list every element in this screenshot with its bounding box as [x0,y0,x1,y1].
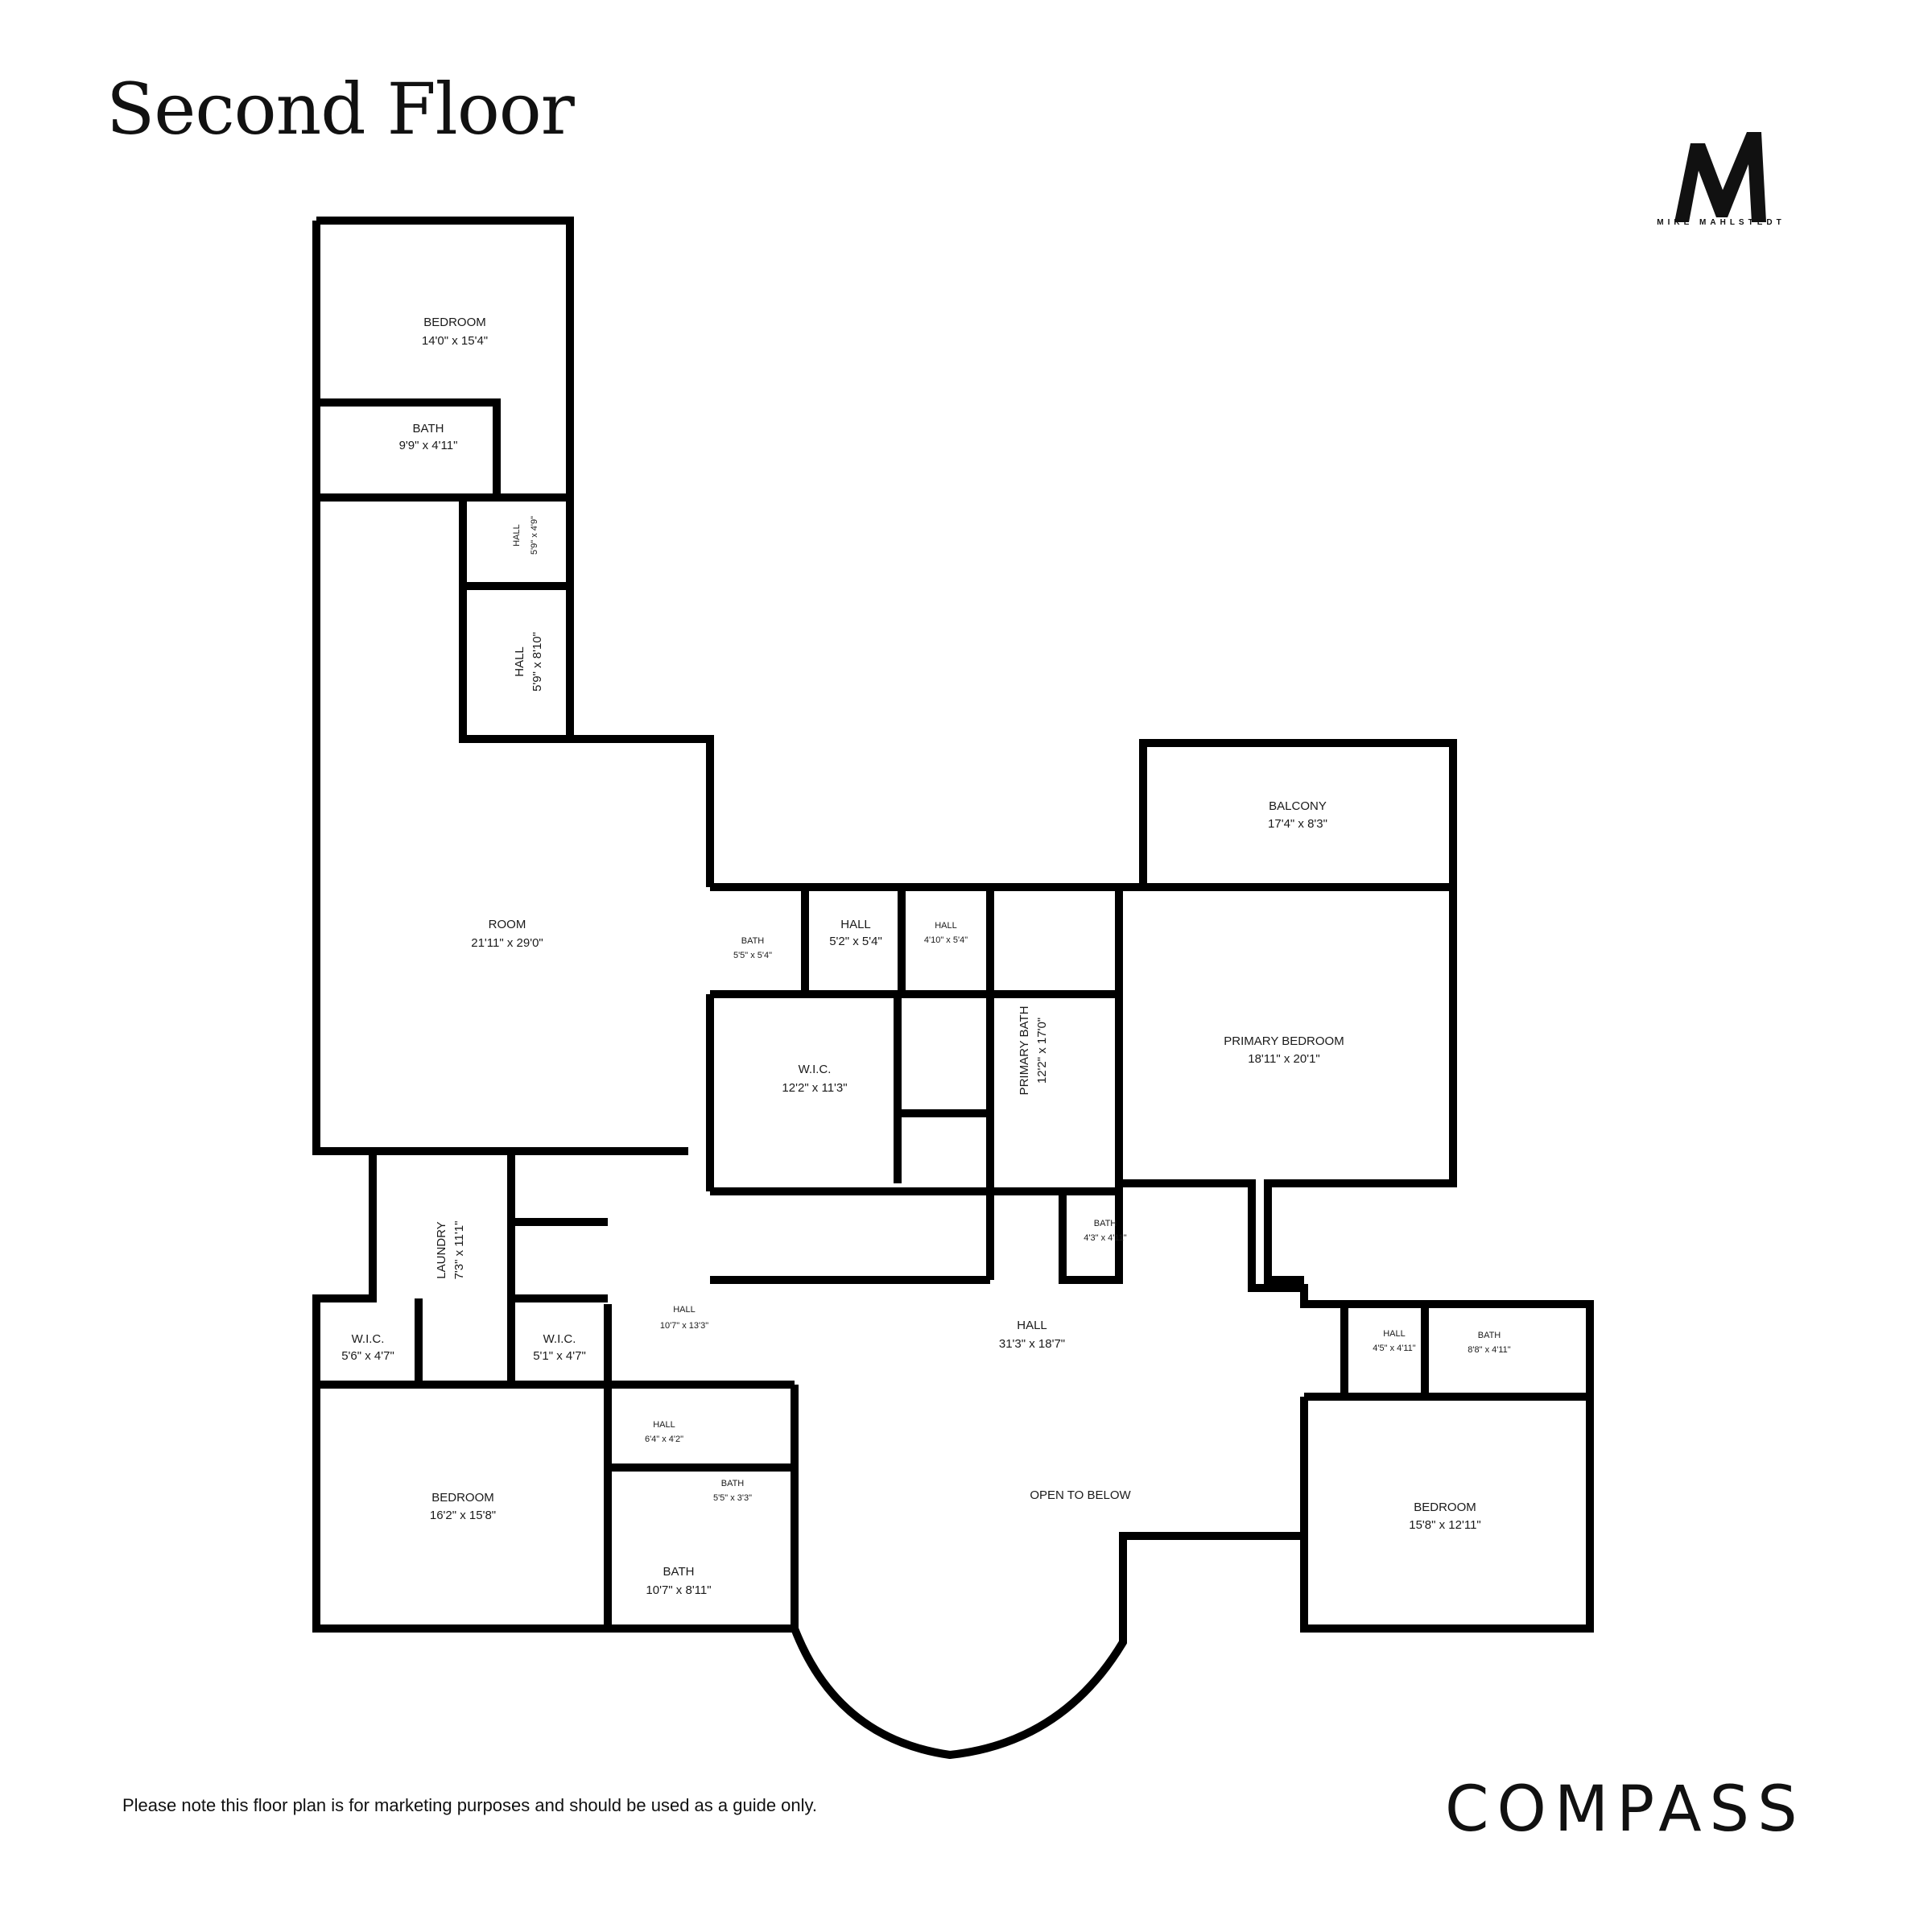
svg-text:BEDROOM: BEDROOM [1414,1501,1476,1514]
svg-text:HALL: HALL [513,646,526,677]
svg-text:15'8" x 12'11": 15'8" x 12'11" [1409,1518,1481,1532]
svg-text:BATH: BATH [1478,1331,1501,1340]
svg-text:ROOM: ROOM [489,918,526,931]
svg-text:5'1" x 4'7": 5'1" x 4'7" [533,1349,586,1363]
disclaimer-text: Please note this floor plan is for marke… [122,1795,818,1815]
svg-text:18'11" x 20'1": 18'11" x 20'1" [1248,1052,1320,1066]
svg-text:5'2" x 5'4": 5'2" x 5'4" [829,935,882,948]
svg-text:5'5" x 3'3": 5'5" x 3'3" [713,1493,752,1503]
svg-text:LAUNDRY: LAUNDRY [435,1221,448,1278]
svg-text:8'8" x 4'11": 8'8" x 4'11" [1468,1345,1510,1355]
svg-text:12'2" x 17'0": 12'2" x 17'0" [1035,1018,1049,1084]
svg-text:BEDROOM: BEDROOM [431,1491,494,1505]
svg-text:10'7" x 8'11": 10'7" x 8'11" [646,1583,711,1597]
svg-text:7'3" x 11'1": 7'3" x 11'1" [452,1221,466,1280]
mike-mahlstedt-logo-icon [1674,132,1766,222]
svg-text:17'4" x 8'3": 17'4" x 8'3" [1268,817,1327,831]
svg-text:14'0" x 15'4": 14'0" x 15'4" [422,334,488,348]
svg-text:10'7" x 13'3": 10'7" x 13'3" [660,1321,708,1331]
svg-text:BATH: BATH [413,422,444,436]
svg-text:9'9" x 4'11": 9'9" x 4'11" [399,439,458,452]
walls [312,217,1594,1760]
svg-text:BATH: BATH [1094,1219,1117,1228]
svg-text:6'4" x 4'2": 6'4" x 4'2" [645,1435,683,1444]
svg-text:PRIMARY BATH: PRIMARY BATH [1018,1006,1031,1096]
svg-text:HALL: HALL [840,918,871,931]
svg-text:W.I.C.: W.I.C. [543,1332,576,1346]
page-title: Second Floor [106,68,575,151]
svg-text:BATH: BATH [721,1479,745,1488]
svg-text:5'6" x 4'7": 5'6" x 4'7" [341,1349,394,1363]
svg-text:HALL: HALL [512,524,522,547]
svg-text:W.I.C.: W.I.C. [799,1063,832,1076]
svg-text:31'3" x 18'7": 31'3" x 18'7" [999,1337,1065,1351]
compass-logo: COMPASS [1445,1773,1806,1846]
svg-text:5'5" x 5'4": 5'5" x 5'4" [733,951,772,960]
svg-text:4'10" x 5'4": 4'10" x 5'4" [924,935,968,945]
svg-text:4'3" x 4'11": 4'3" x 4'11" [1084,1233,1126,1243]
svg-text:PRIMARY BEDROOM: PRIMARY BEDROOM [1224,1034,1344,1048]
svg-text:4'5" x 4'11": 4'5" x 4'11" [1373,1344,1415,1353]
svg-text:HALL: HALL [1383,1329,1406,1339]
svg-text:HALL: HALL [1017,1319,1047,1332]
svg-text:5'9" x 4'9": 5'9" x 4'9" [530,516,539,555]
room-labels: BEDROOM 14'0" x 15'4" BATH 9'9" x 4'11" … [341,316,1511,1597]
svg-text:BALCONY: BALCONY [1269,799,1327,813]
brand-logo-text: MIKE MAHLSTEDT [1657,218,1785,227]
svg-text:16'2" x 15'8": 16'2" x 15'8" [430,1509,496,1522]
svg-text:HALL: HALL [653,1420,675,1430]
svg-text:BATH: BATH [741,936,765,946]
svg-text:BEDROOM: BEDROOM [423,316,486,329]
svg-text:5'9" x 8'10": 5'9" x 8'10" [530,632,544,691]
svg-text:HALL: HALL [935,921,957,931]
svg-text:OPEN TO BELOW: OPEN TO BELOW [1030,1488,1131,1502]
svg-text:21'11" x 29'0": 21'11" x 29'0" [471,936,543,950]
svg-text:HALL: HALL [673,1305,696,1315]
svg-text:12'2" x 11'3": 12'2" x 11'3" [782,1081,847,1095]
svg-text:BATH: BATH [663,1565,695,1579]
svg-text:W.I.C.: W.I.C. [352,1332,385,1346]
